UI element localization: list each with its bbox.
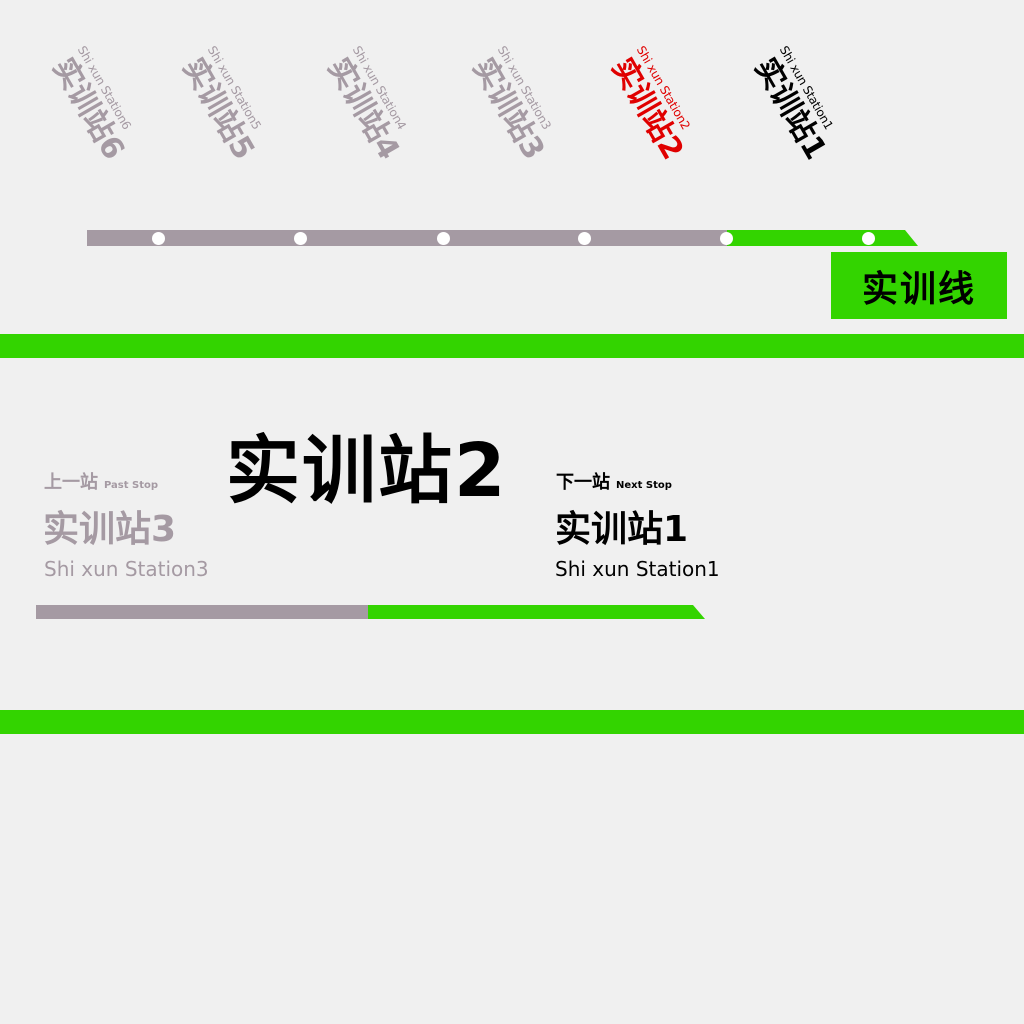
current-station-name: 实训站2	[226, 428, 508, 514]
segment-passed	[36, 605, 368, 619]
previous-stop-name: 实训站3	[43, 509, 177, 550]
station-dot-1[interactable]	[862, 232, 875, 245]
route-map: Shi xun Station6 实训站6 Shi xun Station5 实…	[0, 0, 1024, 330]
segment-upcoming	[368, 605, 705, 619]
segment-progress-bar	[36, 605, 705, 619]
route-track-upcoming	[727, 230, 918, 246]
station-dot-5[interactable]	[294, 232, 307, 245]
next-stop-name-en: Shi xun Station1	[555, 557, 720, 581]
previous-stop-header: 上一站 Past Stop	[44, 474, 158, 492]
next-stop-label: 下一站	[556, 472, 610, 493]
station-dot-3[interactable]	[578, 232, 591, 245]
route-track-passed	[87, 230, 727, 246]
station-dot-2[interactable]	[720, 232, 733, 245]
next-stop-header: 下一站 Next Stop	[556, 474, 672, 492]
previous-stop-label: 上一站	[44, 472, 98, 493]
next-stop-label-en: Next Stop	[616, 480, 672, 491]
previous-stop-label-en: Past Stop	[104, 480, 159, 491]
next-stop-name: 实训站1	[555, 509, 689, 550]
previous-stop-name-en: Shi xun Station3	[44, 557, 209, 581]
station-dot-4[interactable]	[437, 232, 450, 245]
line-name-badge: 实训线	[831, 252, 1007, 319]
bottom-green-band	[0, 710, 1024, 734]
top-green-band	[0, 334, 1024, 358]
station-dot-6[interactable]	[152, 232, 165, 245]
